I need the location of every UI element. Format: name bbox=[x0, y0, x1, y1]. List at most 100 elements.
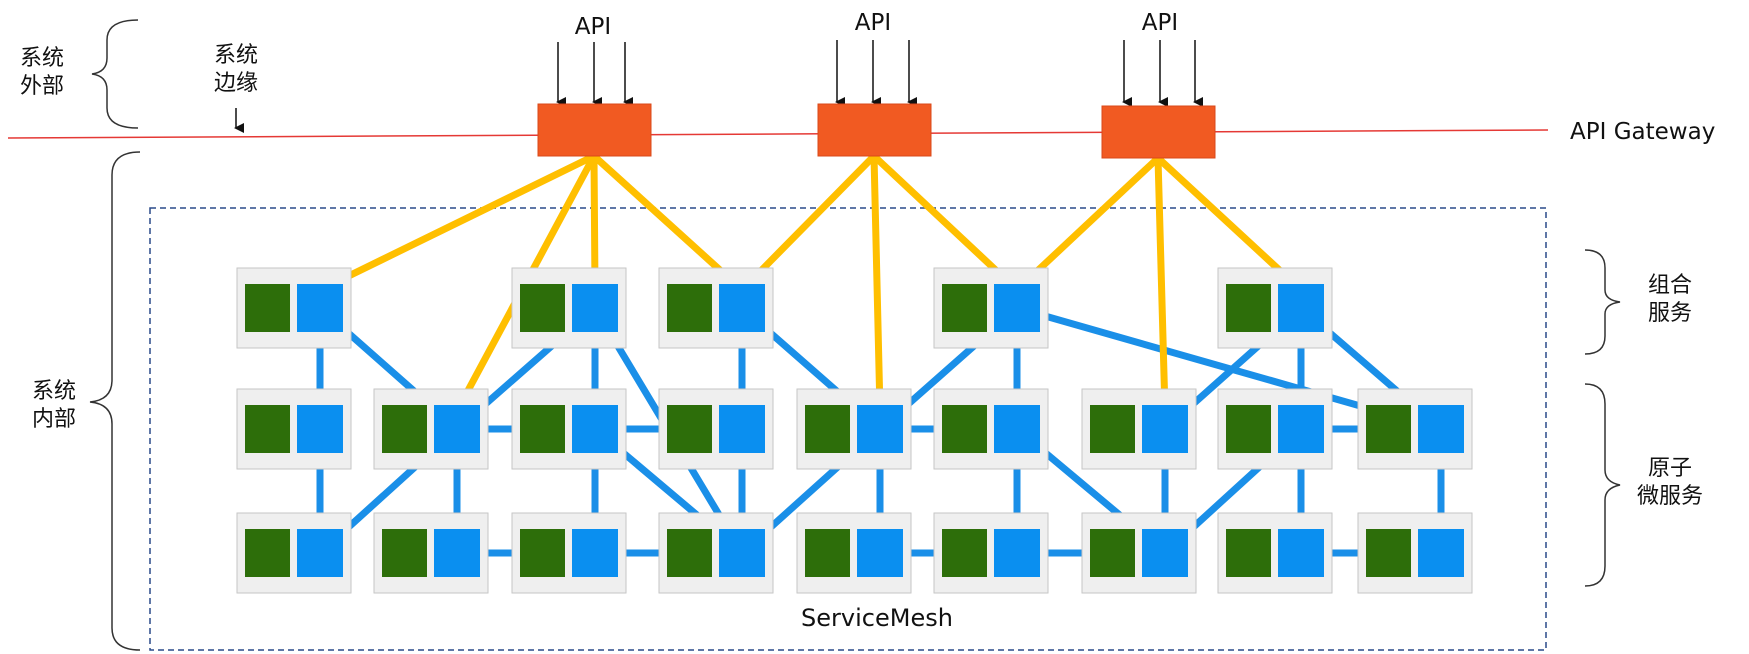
api-entry-2: API bbox=[835, 10, 917, 107]
brace-composite-services bbox=[1584, 249, 1621, 355]
service-block bbox=[520, 284, 565, 332]
sidecar-proxy bbox=[1142, 405, 1188, 453]
service-cell bbox=[796, 388, 912, 470]
service-block bbox=[667, 405, 712, 453]
sidecar-proxy bbox=[1142, 529, 1188, 577]
service-cell bbox=[511, 267, 627, 349]
service-block bbox=[667, 529, 712, 577]
service-block bbox=[1226, 529, 1271, 577]
service-block bbox=[805, 529, 850, 577]
service-block bbox=[942, 405, 987, 453]
sidecar-proxy bbox=[1418, 529, 1464, 577]
service-block bbox=[1366, 405, 1411, 453]
sidecar-proxy bbox=[572, 405, 618, 453]
label-system-inside-line1: 系统 bbox=[32, 379, 76, 404]
sidecar-proxy bbox=[1278, 405, 1324, 453]
service-mesh-label: ServiceMesh bbox=[801, 604, 953, 632]
service-cell bbox=[1217, 512, 1333, 594]
sidecar-proxy bbox=[857, 405, 903, 453]
sidecar-proxy bbox=[297, 284, 343, 332]
service-block bbox=[805, 405, 850, 453]
service-cell bbox=[1217, 388, 1333, 470]
api-label: API bbox=[1142, 10, 1178, 36]
sidecar-proxy bbox=[297, 529, 343, 577]
service-block bbox=[382, 405, 427, 453]
sidecar-proxy bbox=[857, 529, 903, 577]
sidecar-proxy bbox=[994, 529, 1040, 577]
sidecar-proxy bbox=[1278, 529, 1324, 577]
label-system-outside-line2: 外部 bbox=[20, 74, 64, 99]
brace-system-outside bbox=[91, 19, 139, 129]
api-label: API bbox=[575, 14, 611, 40]
sidecar-proxy bbox=[994, 405, 1040, 453]
sidecar-proxy bbox=[434, 529, 480, 577]
api-entry-3: API bbox=[1122, 10, 1203, 107]
service-cell bbox=[511, 512, 627, 594]
service-cells bbox=[236, 267, 1473, 594]
gateway-link bbox=[870, 152, 884, 415]
service-cell bbox=[1081, 388, 1197, 470]
label-system-edge-line2: 边缘 bbox=[214, 71, 258, 96]
service-block bbox=[382, 529, 427, 577]
system-boundary-line bbox=[7, 129, 1549, 139]
service-block bbox=[245, 405, 290, 453]
api-entry-1: API bbox=[556, 14, 633, 107]
sidecar-proxy bbox=[434, 405, 480, 453]
service-cell bbox=[1357, 388, 1473, 470]
label-composite-services-line2: 服务 bbox=[1648, 301, 1692, 326]
service-cell bbox=[236, 388, 352, 470]
label-system-inside-line2: 内部 bbox=[32, 407, 76, 432]
sidecar-proxy bbox=[719, 529, 765, 577]
service-cell bbox=[796, 512, 912, 594]
service-cell bbox=[1081, 512, 1197, 594]
service-cell bbox=[373, 512, 489, 594]
label-system-edge-line1: 系统 bbox=[214, 43, 258, 68]
service-block bbox=[1226, 284, 1271, 332]
sidecar-proxy bbox=[1278, 284, 1324, 332]
sidecar-proxy bbox=[297, 405, 343, 453]
service-block bbox=[667, 284, 712, 332]
sidecar-proxy bbox=[719, 405, 765, 453]
service-cell bbox=[1217, 267, 1333, 349]
service-cell bbox=[658, 512, 774, 594]
api-gateway-box bbox=[1101, 105, 1216, 159]
sidecar-proxy bbox=[572, 284, 618, 332]
service-cell bbox=[236, 267, 352, 349]
service-block bbox=[1366, 529, 1411, 577]
api-gateway-box bbox=[537, 103, 652, 157]
label-composite-services-line1: 组合 bbox=[1648, 273, 1692, 298]
service-block bbox=[1226, 405, 1271, 453]
label-atomic-microservices-line2: 微服务 bbox=[1637, 484, 1703, 509]
service-mesh-boundary bbox=[149, 207, 1547, 651]
sidecar-proxy bbox=[719, 284, 765, 332]
sidecar-proxy bbox=[1418, 405, 1464, 453]
service-block bbox=[520, 529, 565, 577]
service-block bbox=[1090, 405, 1135, 453]
api-gateway-box bbox=[817, 103, 932, 157]
service-block bbox=[942, 284, 987, 332]
gateway-links bbox=[316, 152, 1305, 415]
service-cell bbox=[658, 267, 774, 349]
service-block bbox=[1090, 529, 1135, 577]
label-atomic-microservices-line1: 原子 bbox=[1648, 456, 1692, 481]
label-system-outside-line1: 系统 bbox=[20, 46, 64, 71]
service-cell bbox=[511, 388, 627, 470]
sidecar-proxy bbox=[572, 529, 618, 577]
service-cell bbox=[933, 512, 1049, 594]
brace-atomic-microservices bbox=[1584, 383, 1621, 587]
service-cell bbox=[1357, 512, 1473, 594]
service-cell bbox=[236, 512, 352, 594]
service-block bbox=[942, 529, 987, 577]
api-label: API bbox=[855, 10, 891, 36]
sidecar-proxy bbox=[994, 284, 1040, 332]
service-cell bbox=[373, 388, 489, 470]
service-cell bbox=[933, 267, 1049, 349]
gateway-link bbox=[316, 152, 598, 294]
service-block bbox=[520, 405, 565, 453]
service-block bbox=[245, 529, 290, 577]
api-gateway-label: API Gateway bbox=[1570, 119, 1715, 145]
service-block bbox=[245, 284, 290, 332]
service-cell bbox=[933, 388, 1049, 470]
brace-system-inside bbox=[89, 151, 141, 651]
